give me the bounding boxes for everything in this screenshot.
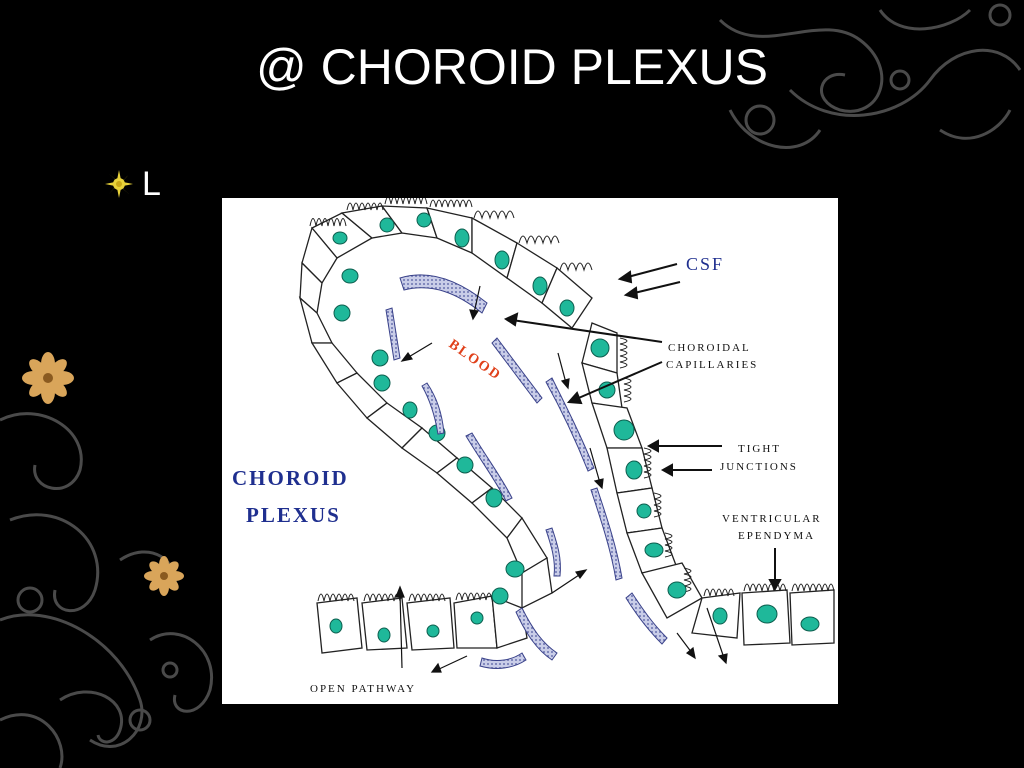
choroidal-capillaries (385, 274, 668, 669)
flower-icon (22, 352, 74, 404)
choroid-plexus-label-line2: PLEXUS (246, 503, 341, 527)
bullet-text: L (142, 164, 161, 203)
microvilli (309, 198, 835, 602)
ventricular-ependyma-label-line1: VENTRICULAR (722, 513, 822, 525)
flow-arrows (395, 285, 728, 673)
choroidal-capillaries-label-line1: CHOROIDAL (668, 342, 751, 354)
sun-burst-icon (105, 170, 133, 198)
choroid-plexus-diagram: CSF CHOROIDAL CAPILLARIES BLOOD TIGHT JU… (222, 198, 838, 704)
choroid-plexus-label-line1: CHOROID (232, 466, 349, 490)
flower-icon (144, 556, 184, 596)
diagram-canvas: CSF CHOROIDAL CAPILLARIES BLOOD TIGHT JU… (232, 198, 835, 695)
epithelial-cells (298, 205, 835, 654)
tight-junctions-label-line2: JUNCTIONS (720, 461, 798, 473)
ventricular-ependyma-label-line2: EPENDYMA (738, 530, 815, 542)
pointer-arrows (503, 263, 782, 592)
csf-label: CSF (686, 254, 724, 274)
cell-nuclei (329, 212, 820, 643)
open-pathway-label: OPEN PATHWAY (310, 683, 416, 695)
choroidal-capillaries-label-line2: CAPILLARIES (666, 359, 758, 371)
tight-junctions-label-line1: TIGHT (738, 443, 781, 455)
bullet-item: L (104, 160, 161, 208)
slide-title: @ CHOROID PLEXUS (256, 39, 768, 95)
